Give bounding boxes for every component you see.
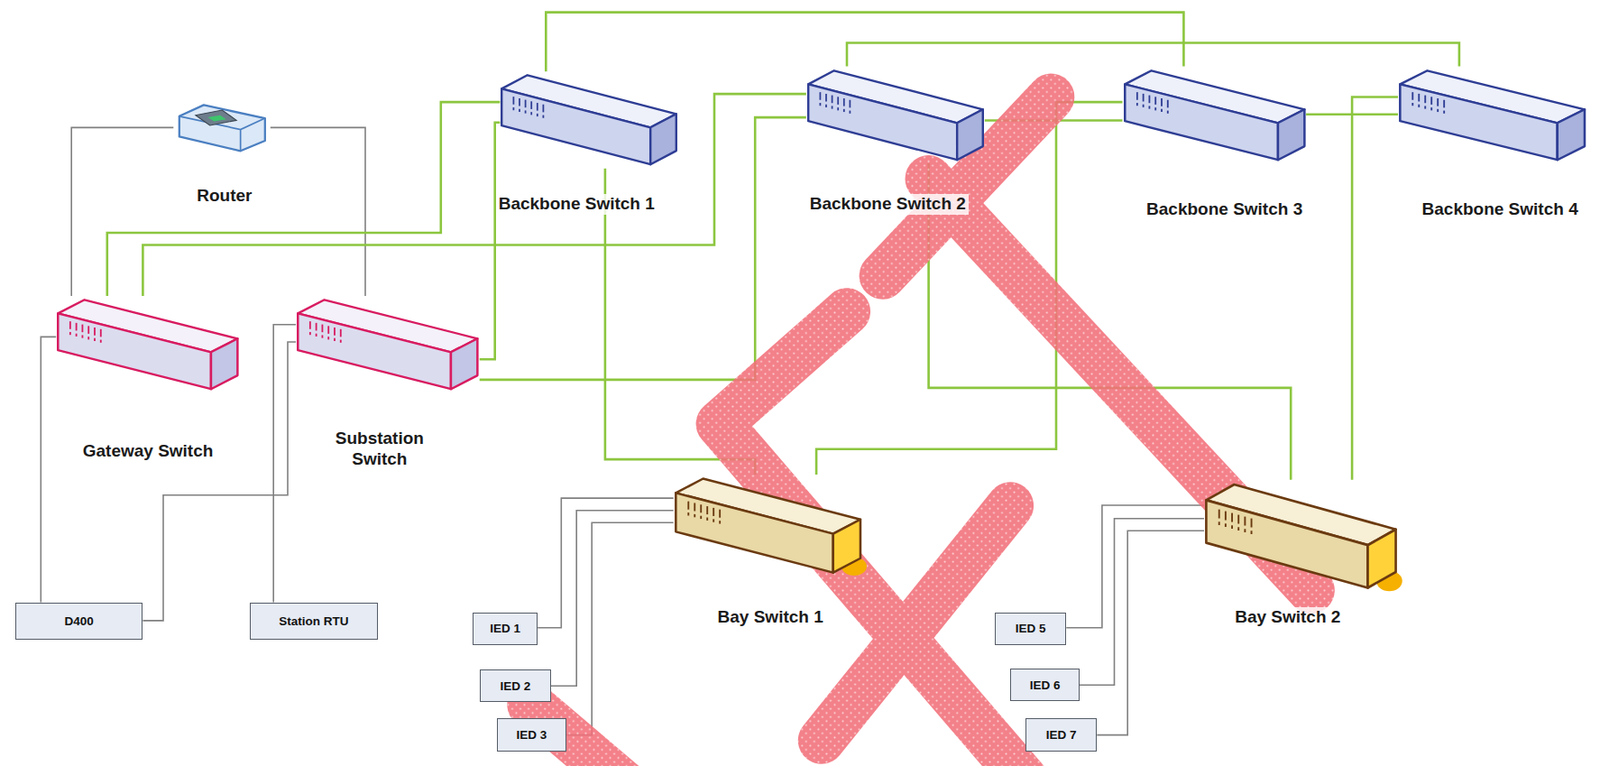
switch-icon (499, 71, 679, 168)
device-box: Station RTU (249, 602, 378, 641)
switch-node: Backbone Switch 1 (499, 71, 679, 168)
device-name: IED 7 (1046, 727, 1077, 742)
node-label: Gateway Switch (80, 441, 217, 462)
network-link (1351, 97, 1398, 480)
switch-icon (1122, 66, 1307, 164)
node-label: Backbone Switch 3 (1143, 199, 1306, 221)
router-icon (173, 101, 270, 154)
device-box: IED 5 (994, 612, 1067, 645)
network-link (846, 43, 1460, 67)
node-label: Router (193, 185, 255, 207)
device-box: IED 7 (1025, 717, 1097, 751)
switch-node: Gateway Switch (55, 295, 240, 393)
network-link (71, 127, 174, 296)
device-name: IED 6 (1029, 678, 1061, 692)
network-link (479, 122, 501, 359)
network-link (142, 93, 806, 296)
device-name: IED 5 (1015, 621, 1047, 635)
device-name: IED 3 (516, 727, 548, 742)
network-link (270, 127, 366, 296)
node-label: Bay Switch 1 (715, 606, 827, 628)
network-link (1079, 518, 1205, 686)
device-box: D400 (15, 602, 143, 641)
network-link (566, 522, 674, 735)
watermark-band (821, 505, 1011, 740)
device-name: IED 2 (499, 679, 531, 693)
device-box: IED 2 (479, 669, 552, 702)
node-label: Backbone Switch 1 (496, 193, 658, 215)
network-link (273, 324, 296, 603)
switch-node: Substation Switch (295, 295, 480, 393)
network-link (1066, 505, 1205, 628)
node-label: Backbone Switch 2 (807, 193, 969, 215)
device-name: Station RTU (278, 614, 349, 628)
switch-node: Backbone Switch 2 (806, 66, 985, 164)
node-label: Bay Switch 2 (1232, 606, 1343, 628)
node-label: Substation Switch (321, 428, 439, 470)
device-name: D400 (64, 614, 94, 628)
network-link (551, 510, 674, 687)
network-link (537, 497, 674, 628)
switch-node: Bay Switch 2 (1204, 479, 1398, 592)
switch-icon (1397, 66, 1587, 164)
switch-icon (806, 66, 985, 164)
device-box: IED 3 (496, 717, 567, 751)
switch-node: Bay Switch 1 (673, 474, 863, 577)
switch-node: Backbone Switch 3 (1122, 66, 1307, 164)
network-link (1096, 530, 1205, 735)
device-name: IED 1 (489, 621, 521, 635)
device-box: IED 1 (472, 612, 538, 645)
node-label: Backbone Switch 4 (1419, 199, 1582, 221)
device-box: IED 6 (1010, 668, 1080, 701)
network-link (40, 336, 56, 602)
network-link (107, 101, 501, 296)
switch-node: Backbone Switch 4 (1397, 66, 1587, 164)
switch-icon (673, 474, 863, 577)
switch-icon (55, 295, 240, 393)
switch-icon (1204, 479, 1398, 592)
switch-icon (295, 295, 480, 393)
router-node: Router (173, 101, 270, 154)
